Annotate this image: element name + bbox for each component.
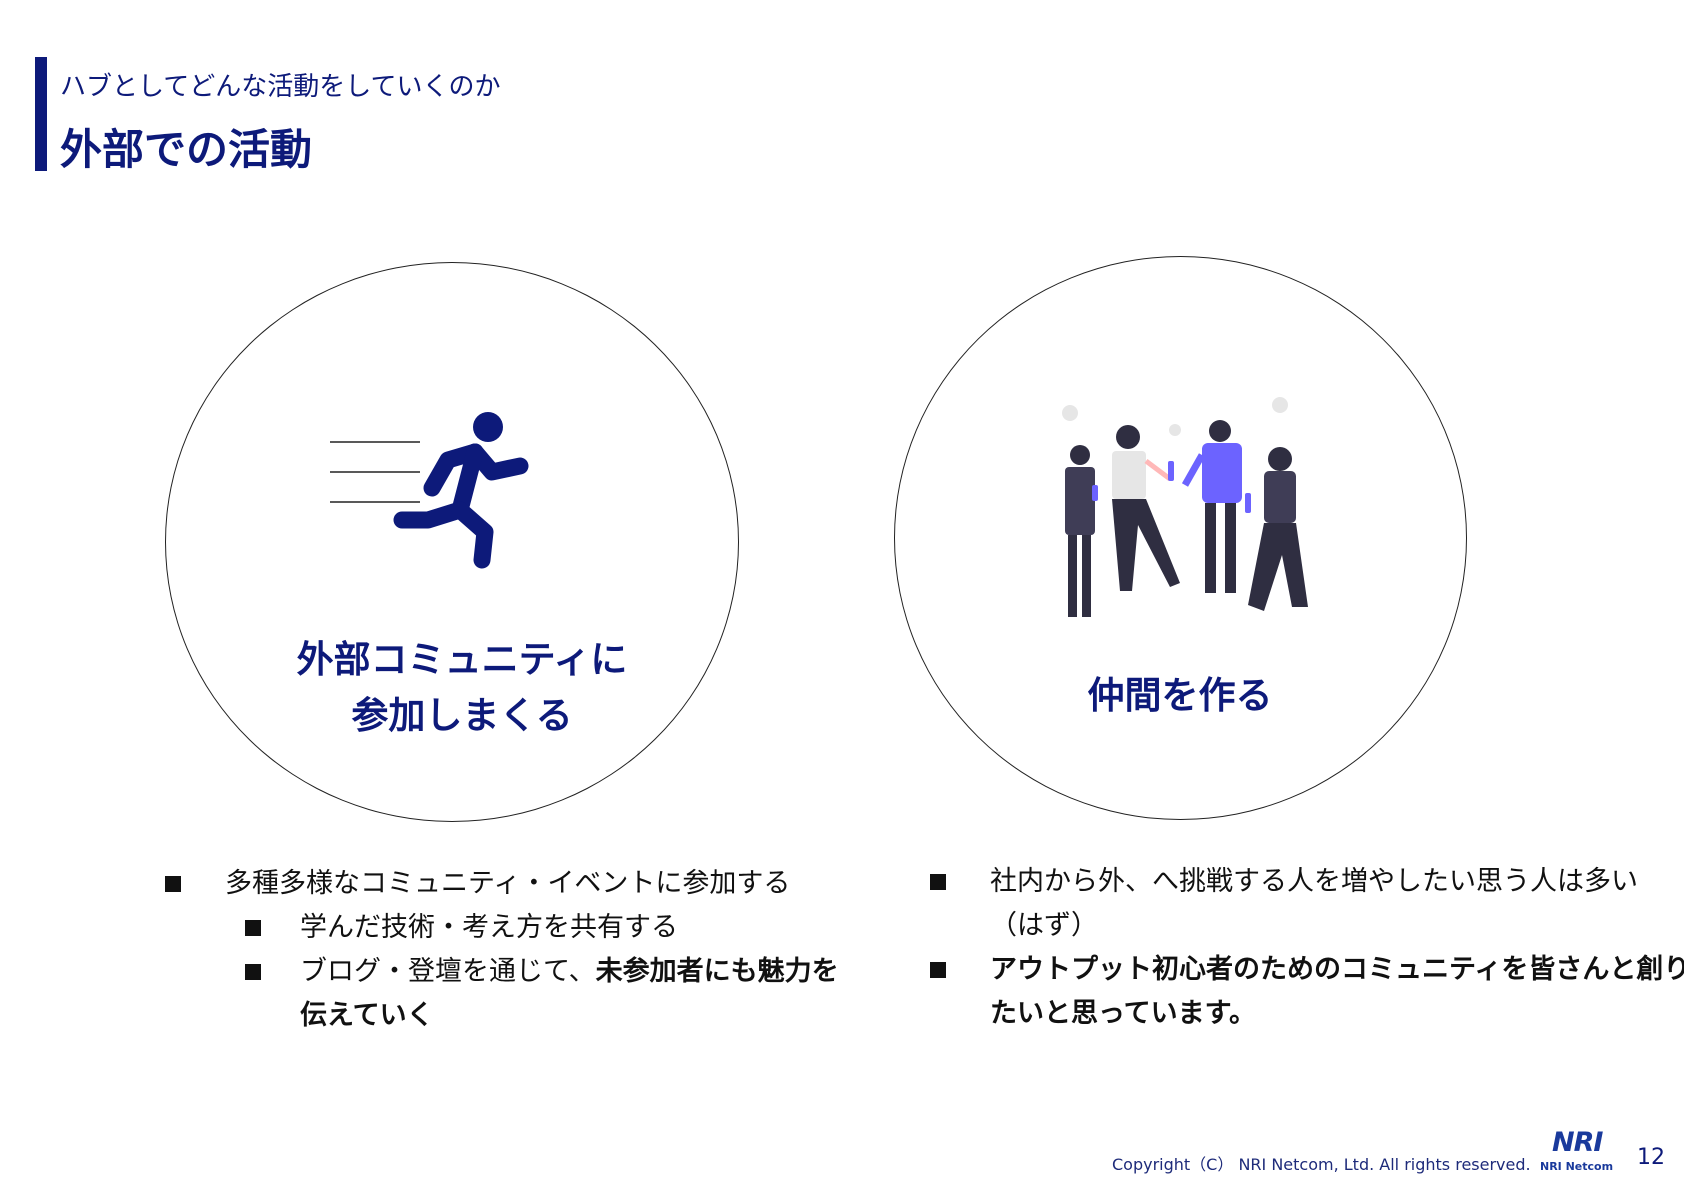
list-item: 学んだ技術・考え方を共有する: [165, 906, 839, 950]
list-item-text: たいと思っています。: [990, 998, 1256, 1029]
right-bullet-list: 社内から外、へ挑戦する人を増やしたい思う人は多い （はず） アウトプット初心者の…: [930, 860, 1684, 1036]
running-person-icon: [330, 412, 529, 569]
list-item-continuation: 伝えていく: [165, 994, 839, 1038]
bullet-square-icon: [930, 962, 946, 978]
list-item-text: 学んだ技術・考え方を共有する: [300, 912, 678, 943]
caption-line-2: 参加しまくる: [351, 694, 573, 737]
header-accent-bar: [35, 57, 47, 171]
list-item: ブログ・登壇を通じて、未参加者にも魅力を: [165, 950, 839, 994]
left-bullet-list: 多種多様なコミュニティ・イベントに参加する 学んだ技術・考え方を共有する ブログ…: [165, 862, 839, 1038]
list-item: 多種多様なコミュニティ・イベントに参加する: [165, 862, 839, 906]
list-item-text: 多種多様なコミュニティ・イベントに参加する: [225, 868, 791, 899]
bullet-square-icon: [245, 964, 261, 980]
list-item-emphasis: 伝えていく: [300, 1000, 434, 1031]
footer-copyright: Copyright（C） NRI Netcom, Ltd. All rights…: [1112, 1155, 1531, 1174]
logo-text: NRI Netcom: [1540, 1160, 1614, 1173]
circle-external-community: [165, 262, 739, 822]
list-item-text: ブログ・登壇を通じて、: [300, 956, 596, 987]
list-item: 社内から外、へ挑戦する人を増やしたい思う人は多い: [930, 860, 1684, 904]
bullet-square-icon: [165, 876, 181, 892]
page-number: 12: [1637, 1145, 1665, 1170]
list-item-text: 社内から外、へ挑戦する人を増やしたい思う人は多い: [990, 866, 1638, 897]
bullet-square-icon: [245, 920, 261, 936]
company-logo: NRI NRI Netcom: [1540, 1127, 1620, 1173]
caption-make-friends: 仲間を作る: [1087, 674, 1273, 717]
circle-make-friends: [894, 256, 1467, 820]
caption-line-1: 外部コミュニティに: [296, 638, 628, 681]
caption-external-community: 外部コミュニティに 参加しまくる: [252, 632, 672, 744]
list-item-text: （はず）: [990, 910, 1098, 941]
list-item-continuation: （はず）: [930, 904, 1684, 948]
list-item-emphasis: 未参加者にも魅力を: [595, 956, 839, 987]
logo-mark: NRI: [1552, 1127, 1603, 1158]
list-item-text: アウトプット初心者のためのコミュニティを皆さんと創り: [990, 954, 1684, 985]
page-subtitle: ハブとしてどんな活動をしていくのか: [60, 72, 501, 102]
bullet-square-icon: [930, 874, 946, 890]
list-item-continuation: たいと思っています。: [930, 992, 1684, 1036]
list-item: アウトプット初心者のためのコミュニティを皆さんと創り: [930, 948, 1684, 992]
people-group-icon: [1062, 397, 1308, 617]
page-title: 外部での活動: [60, 125, 313, 174]
